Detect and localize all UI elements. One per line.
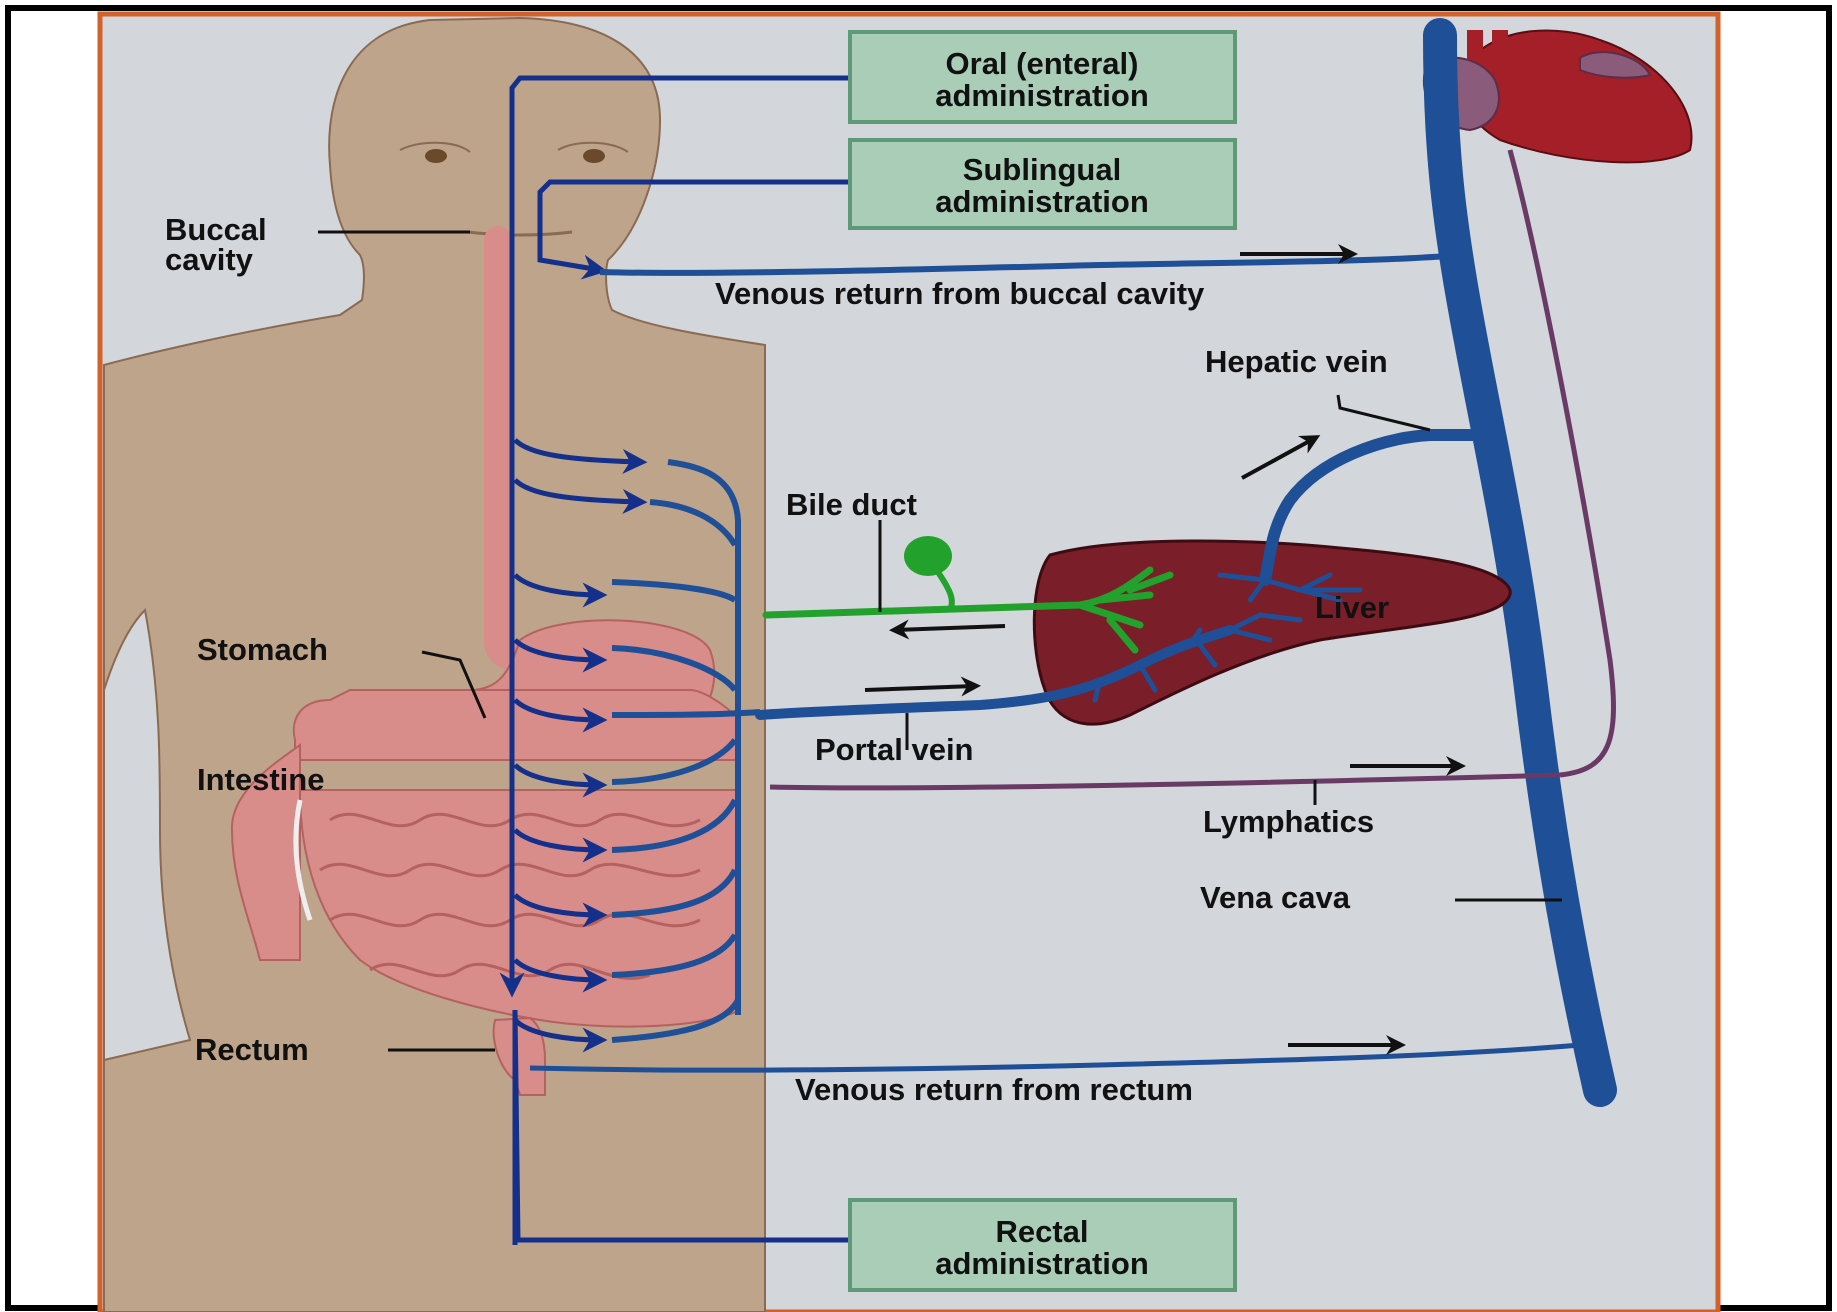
label-lymphatics: Lymphatics [1203, 804, 1374, 839]
label-bile-duct: Bile duct [786, 487, 917, 522]
label-intestine: Intestine [197, 762, 324, 797]
box-oral: Oral (enteral) administration [850, 32, 1235, 122]
box-sublingual-line-2: administration [935, 184, 1149, 219]
label-hepatic-vein: Hepatic vein [1205, 344, 1388, 379]
label-rectum: Rectum [195, 1032, 309, 1067]
box-rectal: Rectal administration [850, 1200, 1235, 1290]
box-rectal-line-1: Rectal [995, 1214, 1088, 1249]
label-vena-cava: Vena cava [1200, 880, 1351, 915]
box-oral-line-2: administration [935, 78, 1149, 113]
label-stomach: Stomach [197, 632, 328, 667]
box-rectal-line-2: administration [935, 1246, 1149, 1281]
label-liver: Liver [1315, 590, 1389, 625]
box-oral-line-1: Oral (enteral) [946, 46, 1139, 81]
box-sublingual-line-1: Sublingual [963, 152, 1121, 187]
label-venous-return-buccal: Venous return from buccal cavity [715, 276, 1205, 311]
label-buccal-line-2: cavity [165, 242, 254, 277]
label-venous-return-rectum: Venous return from rectum [795, 1072, 1193, 1107]
box-sublingual: Sublingual administration [850, 140, 1235, 228]
label-portal-vein: Portal vein [815, 732, 974, 767]
